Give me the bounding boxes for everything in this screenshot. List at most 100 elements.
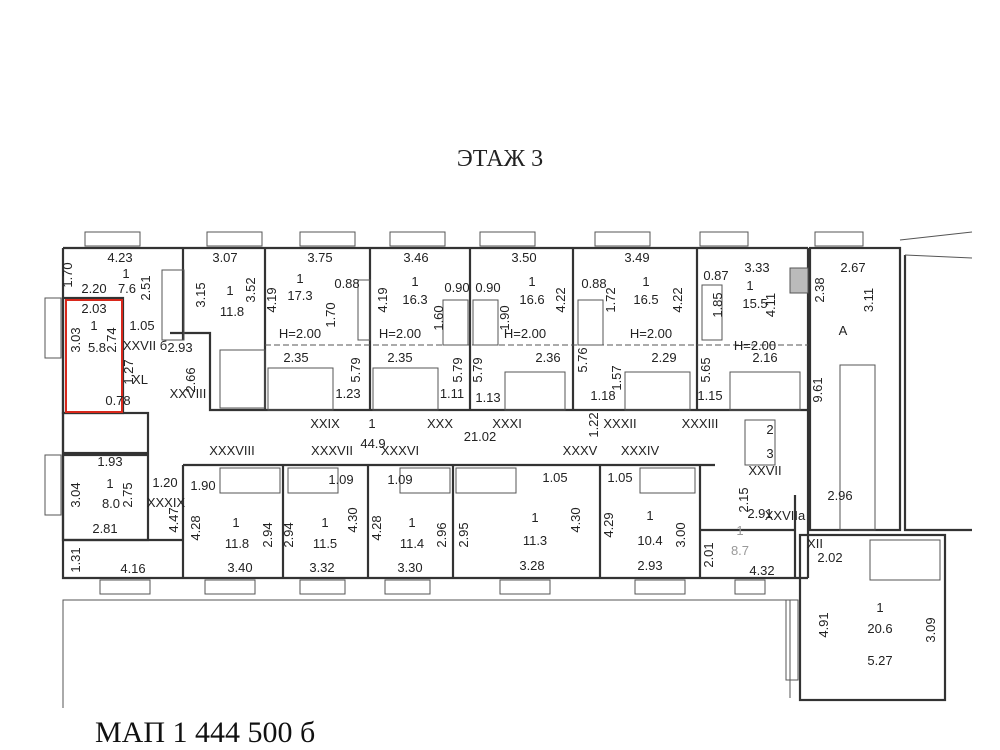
dimension-label: 1.70 xyxy=(323,302,338,327)
dimension-label: 2.38 xyxy=(812,277,827,302)
dimension-label: 17.3 xyxy=(287,288,312,303)
dimension-label: 1.70 xyxy=(60,262,75,287)
dimension-label: 1.60 xyxy=(431,305,446,330)
dimension-label: XXXV xyxy=(563,443,598,458)
dimension-label: 3.11 xyxy=(861,288,876,312)
dimension-label: XXXIV xyxy=(621,443,660,458)
dimension-label: 0.88 xyxy=(581,276,606,291)
dimension-label: 4.22 xyxy=(553,287,568,312)
dimension-label: 7.6 xyxy=(118,281,136,296)
dimension-label: 1.20 xyxy=(152,475,177,490)
dimension-label: 0.78 xyxy=(105,393,130,408)
dimension-label: 3.04 xyxy=(68,482,83,507)
highlighted-room xyxy=(65,299,123,413)
dimension-label: 1.31 xyxy=(68,547,83,572)
dimension-label: 2.67 xyxy=(840,260,865,275)
dimension-label: 11.8 xyxy=(220,304,244,319)
dimension-label: 11.4 xyxy=(400,536,424,551)
dimension-label: 3.75 xyxy=(307,250,332,265)
dimension-label: 2.75 xyxy=(120,482,135,507)
dimension-label: 1.09 xyxy=(328,472,353,487)
dimension-label: XXX xyxy=(427,416,453,431)
dimension-label: 4.11 xyxy=(763,293,778,317)
dimension-label: 20.6 xyxy=(867,621,892,636)
dimension-label: 2.35 xyxy=(387,350,412,365)
dimension-label: XXXI xyxy=(492,416,522,431)
dimension-label: 1 xyxy=(746,278,753,293)
dimension-label: 1.72 xyxy=(603,287,618,312)
dimension-label: 0.87 xyxy=(703,268,728,283)
dimension-label: 2.93 xyxy=(167,340,192,355)
dimension-label: 1.05 xyxy=(129,318,154,333)
dimension-label: 3.09 xyxy=(923,617,938,642)
dimension-label: 2 xyxy=(766,422,773,437)
dimension-label: XXIX xyxy=(310,416,340,431)
dimension-label: 2.20 xyxy=(81,281,106,296)
dimension-label: 3.46 xyxy=(403,250,428,265)
dimension-label: 2.01 xyxy=(701,542,716,567)
walls xyxy=(61,231,973,708)
dimension-label: H=2.00 xyxy=(279,326,321,341)
dimension-label: 1 xyxy=(368,416,375,431)
dimension-label: XXVIII xyxy=(170,386,207,401)
dimension-label: 3.32 xyxy=(309,560,334,575)
dimension-label: 1.05 xyxy=(607,470,632,485)
dimension-label: XXXVIII xyxy=(209,443,255,458)
dimension-label: 44.9 xyxy=(360,436,385,451)
dimension-label: 2.95 xyxy=(456,522,471,547)
dimension-label: 8.7 xyxy=(731,543,749,558)
dimension-label: 4.91 xyxy=(816,612,831,637)
dimension-label: 5.65 xyxy=(698,357,713,382)
dimension-label: 1.27 xyxy=(121,359,136,384)
dimension-label: 1.22 xyxy=(586,412,601,437)
dimension-label: 1 xyxy=(646,508,653,523)
price-caption: МАП 1 444 500 б xyxy=(95,716,316,749)
dimension-label: 3.00 xyxy=(673,522,688,547)
dimension-label: 5.79 xyxy=(348,357,363,382)
dimension-label: 1.93 xyxy=(97,454,122,469)
dimension-label: 1 xyxy=(122,266,129,281)
dimension-label: 1 xyxy=(408,515,415,530)
dimension-label: 5.8 xyxy=(88,340,106,355)
dimension-label: 1 xyxy=(411,274,418,289)
dimension-label: XXXVII xyxy=(311,443,353,458)
dimension-label: 15.5 xyxy=(742,296,767,311)
dimension-label: 4.19 xyxy=(375,287,390,312)
dimension-label: 2.03 xyxy=(81,301,106,316)
dimension-label: 1.90 xyxy=(497,305,512,330)
dimension-label: 3.40 xyxy=(227,560,252,575)
dimension-label: 4.28 xyxy=(369,515,384,540)
windows xyxy=(44,231,864,681)
dimension-label: 1.05 xyxy=(542,470,567,485)
dimension-label: 2.81 xyxy=(92,521,117,536)
dimension-label: XXXIX xyxy=(147,495,186,510)
dimension-label: H=2.00 xyxy=(630,326,672,341)
dimension-label: 2.94 xyxy=(281,522,296,547)
dimension-label: XXVII xyxy=(748,463,781,478)
dimension-label: 1 xyxy=(90,318,97,333)
dimension-label: 0.88 xyxy=(334,276,359,291)
dimension-label: 1.23 xyxy=(335,386,360,401)
dimension-label: 2.96 xyxy=(434,522,449,547)
dimension-label: XXXVI xyxy=(381,443,419,458)
dimension-label: 1 xyxy=(876,600,883,615)
dimension-label: 8.0 xyxy=(102,496,120,511)
dimension-label: H=2.00 xyxy=(734,338,776,353)
dimension-label: 3 xyxy=(766,446,773,461)
dimension-label: 4.16 xyxy=(120,561,145,576)
dimension-label: 2.29 xyxy=(651,350,676,365)
dimension-label: 4.47 xyxy=(166,507,181,532)
dimension-label: 4.19 xyxy=(264,287,279,312)
dimension-label: 1 xyxy=(528,274,535,289)
dimension-label: 1 xyxy=(736,523,743,538)
dimension-label: 2.96 xyxy=(827,488,852,503)
dimension-label: 1 xyxy=(642,274,649,289)
dimension-label: 3.03 xyxy=(68,327,83,352)
dimension-label: 21.02 xyxy=(464,429,497,444)
dimension-label: 1 xyxy=(531,510,538,525)
dimension-label: 5.79 xyxy=(450,357,465,382)
dimension-label: 3.52 xyxy=(243,277,258,302)
dimension-label: 11.8 xyxy=(225,536,249,551)
